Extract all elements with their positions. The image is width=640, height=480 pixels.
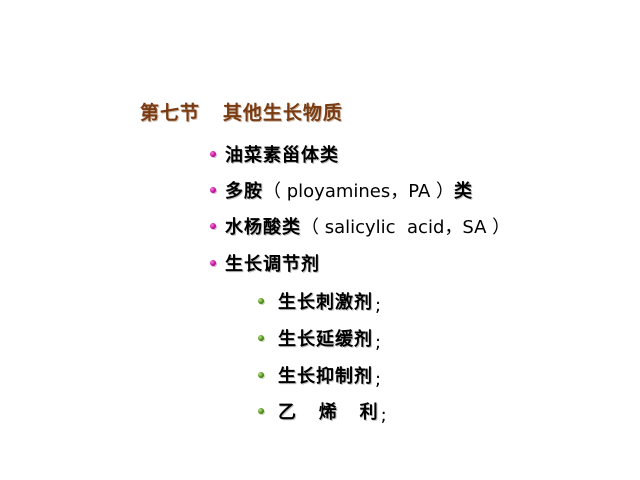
- magenta-bullet-icon: [210, 260, 216, 266]
- green-bullet-icon: [258, 298, 264, 304]
- list-item-brassinosteroids: 油菜素甾体类: [210, 141, 339, 167]
- list-item-growth-regulators: 生长调节剂: [210, 250, 320, 276]
- green-bullet-icon: [258, 408, 264, 414]
- subitem-punct: ;: [380, 404, 387, 426]
- section-title: 第七节 其他生长物质: [140, 102, 343, 124]
- subitem-label: 乙 烯 利: [278, 402, 379, 423]
- list-item-salicylic-acid: 水杨酸类 （ salicylic acid，SA ）: [210, 213, 510, 239]
- item-label: 水杨酸类: [225, 217, 301, 238]
- subitem-label: 生长刺激剂: [278, 292, 373, 313]
- item-label: 生长调节剂: [225, 254, 320, 275]
- sublist-item-growth-stimulants: 生长刺激剂 ;: [258, 288, 382, 316]
- list-item-polyamines: 多胺 （ ployamines，PA ） 类: [210, 177, 473, 203]
- sublist-item-growth-inhibitors: 生长抑制剂 ;: [258, 362, 382, 390]
- subitem-label: 生长延缓剂: [278, 329, 373, 350]
- sublist-item-ethephon: 乙 烯 利 ;: [258, 398, 387, 426]
- magenta-bullet-icon: [210, 187, 216, 193]
- subitem-punct: ;: [375, 368, 382, 390]
- item-label: 油菜素甾体类: [225, 145, 339, 166]
- item-english-term: （ ployamines，PA ）: [263, 181, 454, 202]
- magenta-bullet-icon: [210, 223, 216, 229]
- magenta-bullet-icon: [210, 151, 216, 157]
- sublist-item-growth-retardants: 生长延缓剂 ;: [258, 325, 382, 353]
- subitem-punct: ;: [375, 294, 382, 316]
- subitem-label: 生长抑制剂: [278, 366, 373, 387]
- subitem-punct: ;: [375, 331, 382, 353]
- item-suffix: 类: [453, 181, 473, 202]
- item-english-term: （ salicylic acid，SA ）: [301, 217, 511, 238]
- item-label: 多胺: [225, 181, 263, 202]
- green-bullet-icon: [258, 372, 264, 378]
- green-bullet-icon: [258, 335, 264, 341]
